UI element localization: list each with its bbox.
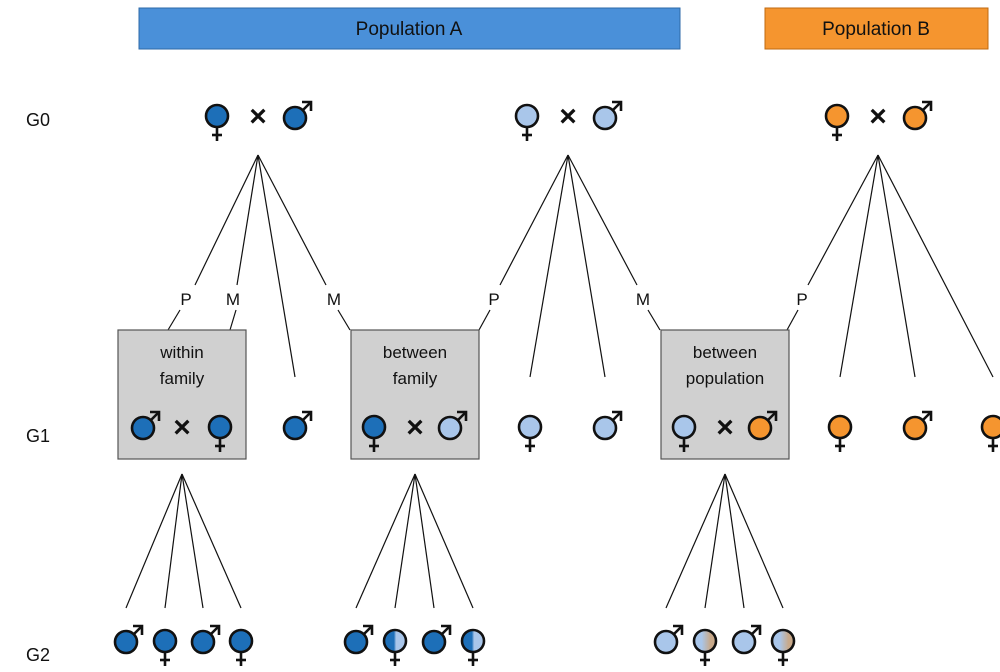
female-symbol-icon — [517, 414, 543, 452]
male-symbol-icon — [282, 410, 313, 441]
edge-label-paternal: P — [796, 290, 807, 309]
female-symbol-icon — [671, 414, 697, 452]
cross-symbol: × — [869, 100, 887, 133]
female-symbol-icon — [770, 628, 796, 666]
cross-box-label: family — [393, 369, 438, 388]
female-symbol-icon — [460, 628, 486, 666]
cross-box-label: within — [159, 343, 203, 362]
male-symbol-icon — [421, 624, 452, 655]
male-symbol-icon — [343, 624, 374, 655]
male-symbol-icon — [592, 410, 623, 441]
female-symbol-icon — [827, 414, 853, 452]
female-symbol-icon — [228, 628, 254, 666]
cross-symbol: × — [406, 411, 424, 444]
generation-label-g1: G1 — [26, 426, 50, 446]
edge-label-paternal: P — [488, 290, 499, 309]
edge-label-maternal: M — [327, 290, 341, 309]
female-symbol-icon — [824, 103, 850, 141]
population-a-header — [138, 7, 681, 50]
female-symbol-icon — [152, 628, 178, 666]
male-symbol-icon — [113, 624, 144, 655]
cross-symbol: × — [173, 411, 191, 444]
female-symbol-icon — [980, 414, 1000, 452]
population-b-label: Population B — [822, 19, 930, 40]
population-b-header — [764, 7, 989, 50]
male-symbol-icon — [437, 410, 468, 441]
generation-label-g2: G2 — [26, 645, 50, 665]
lineage-lines-family-a2 — [478, 154, 661, 378]
male-symbol-icon — [653, 624, 684, 655]
female-symbol-icon — [514, 103, 540, 141]
cross-symbol: × — [249, 100, 267, 133]
cross-box-label: family — [160, 369, 205, 388]
male-symbol-icon — [731, 624, 762, 655]
lineage-lines-g2 — [125, 473, 784, 609]
population-a-label: Population A — [356, 19, 463, 40]
lineage-lines-family-a1 — [167, 154, 351, 378]
female-symbol-icon — [207, 414, 233, 452]
edge-label-maternal: M — [636, 290, 650, 309]
cross-box-label: population — [686, 369, 764, 388]
male-symbol-icon — [592, 100, 623, 131]
cross-box-label: between — [383, 343, 447, 362]
cross-symbol: × — [559, 100, 577, 133]
male-symbol-icon — [902, 410, 933, 441]
male-symbol-icon — [747, 410, 778, 441]
male-symbol-icon — [282, 100, 313, 131]
edge-label-maternal: M — [226, 290, 240, 309]
female-symbol-icon — [692, 628, 718, 666]
female-symbol-icon — [361, 414, 387, 452]
male-symbol-icon — [130, 410, 161, 441]
male-symbol-icon — [190, 624, 221, 655]
cross-box-label: between — [693, 343, 757, 362]
female-symbol-icon — [382, 628, 408, 666]
lineage-lines-family-b — [786, 154, 994, 378]
male-symbol-icon — [902, 100, 933, 131]
generation-label-g0: G0 — [26, 110, 50, 130]
edge-label-paternal: P — [180, 290, 191, 309]
cross-symbol: × — [716, 411, 734, 444]
female-symbol-icon — [204, 103, 230, 141]
